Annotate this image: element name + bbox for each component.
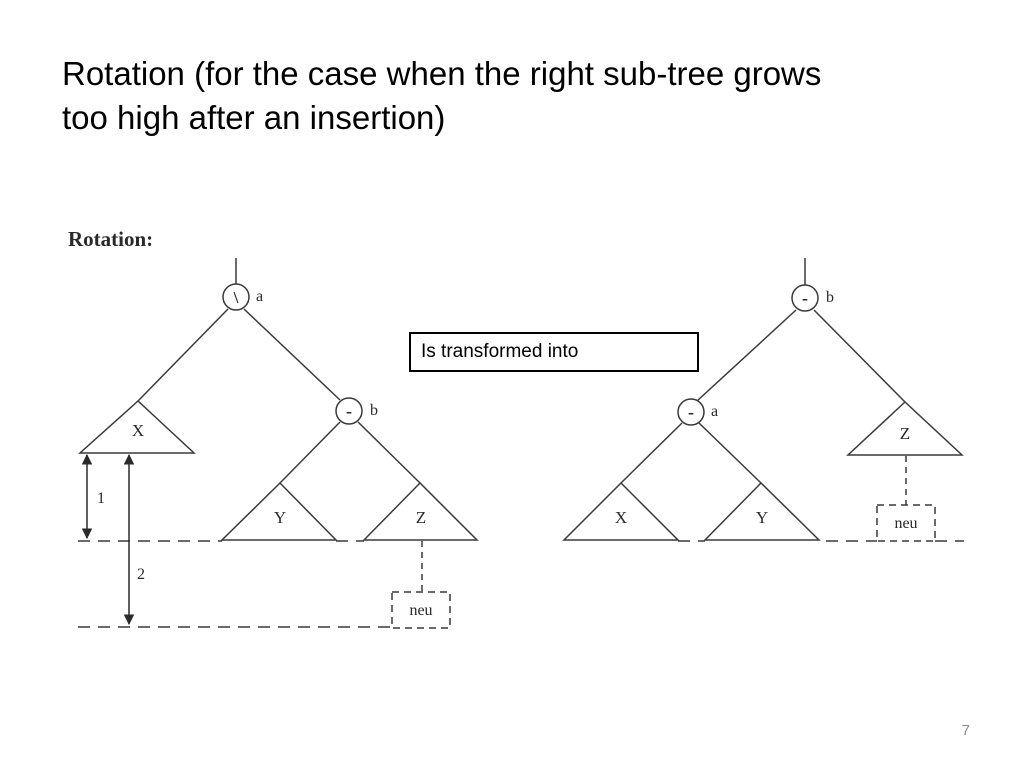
before-neu-label: neu xyxy=(409,602,432,619)
before-tree xyxy=(78,258,479,629)
before-subtree-y xyxy=(220,481,338,541)
after-subtree-z xyxy=(846,400,964,456)
before-subtree-x-label: X xyxy=(132,421,144,440)
after-subtree-y-label: Y xyxy=(756,508,768,527)
before-edge-b-y xyxy=(279,421,341,484)
transform-callout: Is transformed into xyxy=(409,332,699,372)
slide-title-line-1: Rotation (for the case when the right su… xyxy=(62,55,822,92)
before-node-b xyxy=(335,397,363,425)
after-edge-a-y xyxy=(698,422,762,484)
after-node-b-balance: - xyxy=(802,288,808,308)
after-node-a-label: a xyxy=(711,403,718,420)
after-node-b-label: b xyxy=(826,289,834,306)
after-tree xyxy=(562,258,964,542)
before-node-a-label: a xyxy=(256,288,263,305)
before-height-label-2: 2 xyxy=(137,566,145,583)
after-neu-label: neu xyxy=(894,515,917,532)
before-node-b-label: b xyxy=(370,402,378,419)
after-subtree-y xyxy=(703,481,821,541)
after-node-b xyxy=(791,284,819,312)
after-edge-a-x xyxy=(620,422,683,484)
before-height-label-1: 1 xyxy=(97,490,105,507)
slide-title-line-2: too high after an insertion) xyxy=(62,99,446,136)
after-edge-b-a xyxy=(696,309,797,402)
page-number: 7 xyxy=(961,722,970,739)
after-node-a xyxy=(677,398,705,426)
after-neu-box xyxy=(876,504,936,542)
before-node-a xyxy=(222,283,250,311)
before-node-b-balance: - xyxy=(346,401,352,421)
after-subtree-x-label: X xyxy=(615,508,627,527)
before-edge-a-x xyxy=(137,308,229,402)
before-edge-b-z xyxy=(357,421,421,484)
diagram-heading: Rotation: xyxy=(68,227,153,251)
after-subtree-x xyxy=(562,481,680,541)
before-edge-a-b xyxy=(243,308,341,401)
slide-title: Rotation (for the case when the right su… xyxy=(62,52,962,140)
after-edge-b-z xyxy=(813,309,906,403)
before-neu-box xyxy=(391,591,451,629)
before-subtree-y-label: Y xyxy=(274,508,286,527)
after-subtree-z-label: Z xyxy=(900,424,910,443)
before-subtree-x xyxy=(78,399,196,454)
before-subtree-z-label: Z xyxy=(416,508,426,527)
after-node-a-balance: - xyxy=(688,402,694,422)
before-subtree-z xyxy=(362,481,479,541)
before-node-a-balance: \ xyxy=(233,288,239,307)
